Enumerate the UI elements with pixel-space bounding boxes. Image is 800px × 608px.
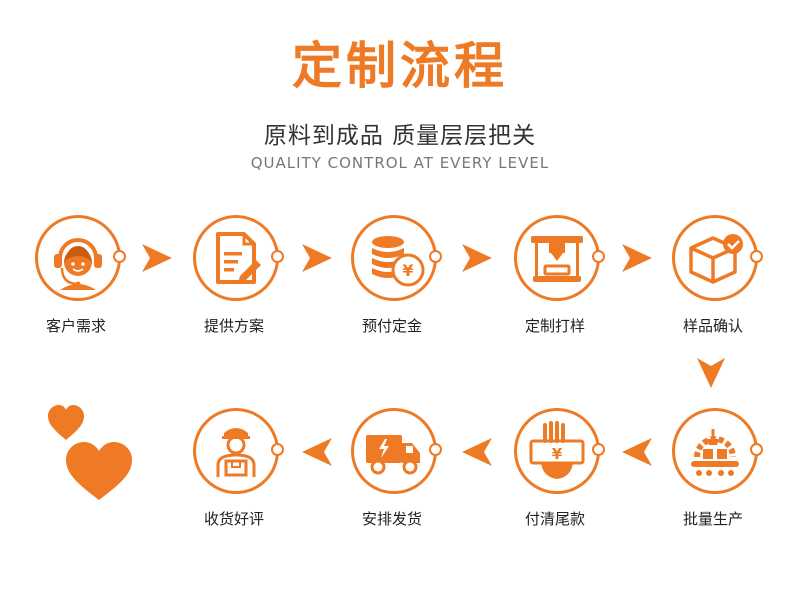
chevron-right-icon bbox=[302, 244, 332, 272]
step-sample-confirm: 样品确认 bbox=[670, 215, 774, 343]
connector-dot bbox=[429, 443, 442, 456]
page-subtitle: 原料到成品 质量层层把关 bbox=[263, 123, 537, 149]
step-label: 收货好评 bbox=[203, 510, 264, 528]
step-circle bbox=[351, 408, 442, 494]
step-provide-plan: 提供方案 bbox=[191, 215, 295, 343]
chevron-right-icon bbox=[462, 244, 492, 272]
chevron-right-icon bbox=[622, 244, 652, 272]
step-label: 预付定金 bbox=[361, 317, 422, 335]
step-label: 客户需求 bbox=[45, 317, 106, 335]
step-arrange-shipping: 安排发货 bbox=[349, 408, 453, 536]
step-circle bbox=[672, 408, 763, 494]
page-title: 定制流程 bbox=[292, 37, 508, 95]
step-label: 安排发货 bbox=[361, 510, 422, 528]
step-custom-sample: 定制打样 bbox=[512, 215, 616, 343]
step-label: 样品确认 bbox=[682, 317, 743, 335]
step-receive-review: 收货好评 bbox=[191, 408, 295, 536]
connector-dot bbox=[271, 443, 284, 456]
connector-dot bbox=[429, 250, 442, 263]
step-pay-balance: ¥ 付清尾款 bbox=[512, 408, 616, 536]
step-circle bbox=[514, 215, 605, 301]
chevron-left-icon bbox=[462, 438, 492, 466]
step-label: 提供方案 bbox=[203, 317, 264, 335]
chevron-down-icon bbox=[697, 358, 725, 388]
courier-package-icon bbox=[216, 428, 256, 477]
connector-dot bbox=[113, 250, 126, 263]
document-edit-icon bbox=[216, 232, 261, 284]
3d-printer-icon bbox=[531, 236, 583, 282]
step-circle bbox=[672, 215, 763, 301]
chevron-left-icon bbox=[622, 438, 652, 466]
hand-bill-yen-icon: ¥ bbox=[529, 421, 585, 479]
connector-dot bbox=[592, 443, 605, 456]
svg-text:¥: ¥ bbox=[552, 445, 563, 463]
step-circle: ¥ bbox=[514, 408, 605, 494]
step-label: 批量生产 bbox=[682, 510, 743, 528]
delivery-truck-icon bbox=[366, 435, 420, 475]
page-subtitle-english: QUALITY CONTROL AT EVERY LEVEL bbox=[250, 154, 550, 172]
box-check-icon bbox=[689, 234, 743, 284]
connector-dot bbox=[271, 250, 284, 263]
step-circle: ¥ bbox=[351, 215, 442, 301]
coins-yen-icon: ¥ bbox=[372, 236, 425, 287]
connector-dot bbox=[592, 250, 605, 263]
step-customer-demand: 客户需求 bbox=[33, 215, 137, 343]
step-prepay-deposit: ¥ 预付定金 bbox=[349, 215, 453, 343]
customer-service-icon bbox=[54, 238, 102, 290]
step-circle bbox=[35, 215, 126, 301]
step-mass-production: 批量生产 bbox=[670, 408, 774, 536]
connector-dot bbox=[750, 250, 763, 263]
step-circle bbox=[193, 215, 284, 301]
svg-text:¥: ¥ bbox=[402, 261, 413, 280]
hearts-icon bbox=[48, 405, 132, 500]
factory-conveyor-icon bbox=[691, 429, 739, 476]
chevron-left-icon bbox=[302, 438, 332, 466]
step-circle bbox=[193, 408, 284, 494]
chevron-right-icon bbox=[142, 244, 172, 272]
step-label: 定制打样 bbox=[524, 317, 585, 335]
connector-dot bbox=[750, 443, 763, 456]
step-label: 付清尾款 bbox=[524, 510, 585, 528]
